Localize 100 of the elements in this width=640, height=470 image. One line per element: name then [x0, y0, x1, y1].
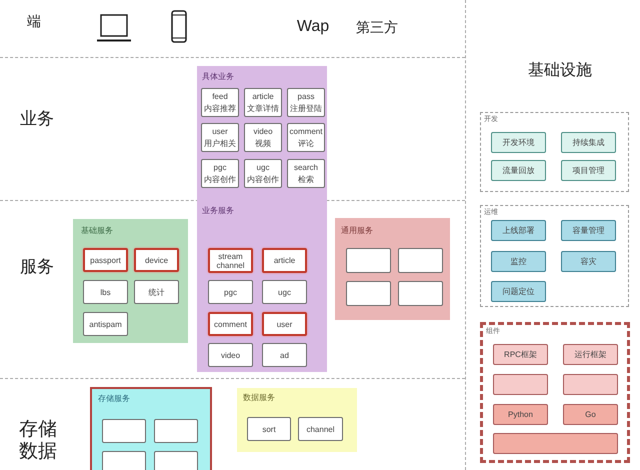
- module-description: 内容推荐: [204, 104, 236, 113]
- module-card: [208, 248, 253, 273]
- module-name: 流量回放: [502, 166, 534, 175]
- group-title: 通用服务: [341, 226, 373, 236]
- module-card: [561, 132, 616, 153]
- module-card: [287, 159, 325, 188]
- module-card: [134, 248, 179, 272]
- module-card: [563, 404, 618, 425]
- module-card: [563, 344, 618, 365]
- group-panel: [480, 112, 629, 192]
- module-card: [398, 281, 443, 306]
- module-card: [561, 251, 616, 272]
- module-name: article: [274, 256, 296, 265]
- module-card: [208, 343, 253, 367]
- module-name: passport: [90, 256, 121, 264]
- module-description: 注册登陆: [290, 104, 322, 113]
- group-panel: [90, 387, 212, 470]
- module-card: [134, 280, 179, 304]
- module-card: [262, 280, 307, 304]
- module-card: [298, 417, 343, 441]
- module-card: [244, 123, 282, 152]
- module-name: user: [276, 320, 292, 328]
- group-panel: [197, 200, 327, 372]
- module-name: 监控: [510, 257, 526, 266]
- module-card: [244, 159, 282, 188]
- module-card: [561, 220, 616, 241]
- module-name: 上线部署: [502, 226, 534, 235]
- group-title: 存储服务: [98, 394, 130, 404]
- module-description: 用户相关: [204, 138, 236, 148]
- module-card: [83, 248, 128, 272]
- module-card: [287, 88, 325, 117]
- module-name: 运行框架: [574, 350, 606, 359]
- module-card: [154, 451, 198, 470]
- module-name: device: [144, 256, 168, 264]
- group-panel: [197, 66, 327, 200]
- platform-label: 第三方: [355, 19, 399, 35]
- module-card: [83, 312, 128, 336]
- module-card: [491, 132, 546, 153]
- module-card: [83, 280, 128, 304]
- module-card: [201, 88, 239, 117]
- module-name: feed: [212, 92, 228, 102]
- module-description: 检索: [298, 174, 314, 184]
- module-name: article: [252, 92, 274, 102]
- platform-label: Wap: [296, 18, 330, 36]
- module-card: [561, 160, 616, 181]
- module-name: 统计: [148, 288, 164, 296]
- module-card: [201, 123, 239, 152]
- layer-label: 端: [26, 13, 42, 29]
- group-title: 具体业务: [202, 72, 234, 82]
- module-card: [154, 419, 198, 443]
- group-title: 基础服务: [81, 226, 113, 236]
- group-panel: [480, 205, 629, 307]
- group-panel: [480, 322, 630, 463]
- layer-label: 存储数据: [18, 419, 58, 463]
- module-card: [201, 159, 239, 188]
- module-name: ugc: [256, 163, 270, 172]
- module-name: video: [220, 350, 240, 360]
- module-card: [493, 404, 548, 425]
- module-name: lbs: [100, 288, 111, 296]
- module-card: [491, 220, 546, 241]
- module-name: 容量管理: [572, 226, 604, 235]
- module-name: user: [212, 127, 228, 136]
- module-name: 问题定位: [502, 287, 534, 296]
- group-title: 数据服务: [243, 393, 275, 403]
- module-card: [346, 281, 391, 306]
- module-card: [102, 419, 146, 443]
- module-card: [493, 433, 618, 454]
- module-card: [491, 160, 546, 181]
- module-name: search: [294, 163, 318, 172]
- column-heading: 基础设施: [527, 62, 593, 80]
- module-description: 内容创作: [247, 174, 279, 184]
- module-name: channel: [306, 424, 335, 434]
- module-card: [244, 88, 282, 117]
- group-panel: [237, 388, 357, 452]
- module-name: video: [253, 127, 273, 136]
- module-name: 开发环境: [502, 138, 534, 147]
- module-card: [346, 248, 391, 273]
- module-name: ugc: [278, 288, 291, 296]
- module-card: [208, 312, 253, 336]
- group-panel: [73, 219, 188, 343]
- module-name: pgc: [224, 288, 237, 296]
- module-card: [262, 343, 307, 367]
- module-card: [287, 123, 325, 152]
- module-card: [491, 251, 546, 272]
- group-title: 业务服务: [202, 206, 234, 216]
- module-name: ad: [280, 350, 289, 360]
- module-card: [398, 248, 443, 273]
- module-name: RPC框架: [504, 350, 537, 359]
- module-description: 视频: [255, 138, 271, 148]
- module-card: [493, 344, 548, 365]
- module-card: [491, 281, 546, 302]
- module-name: antispam: [89, 320, 122, 328]
- module-description: 评论: [298, 138, 314, 148]
- module-name: Go: [585, 410, 596, 419]
- module-name: pass: [298, 92, 314, 102]
- layer-label: 业务: [19, 109, 55, 129]
- module-card: [563, 374, 618, 395]
- module-name: comment: [214, 320, 247, 328]
- module-name: Python: [508, 410, 533, 419]
- group-panel: [335, 218, 450, 320]
